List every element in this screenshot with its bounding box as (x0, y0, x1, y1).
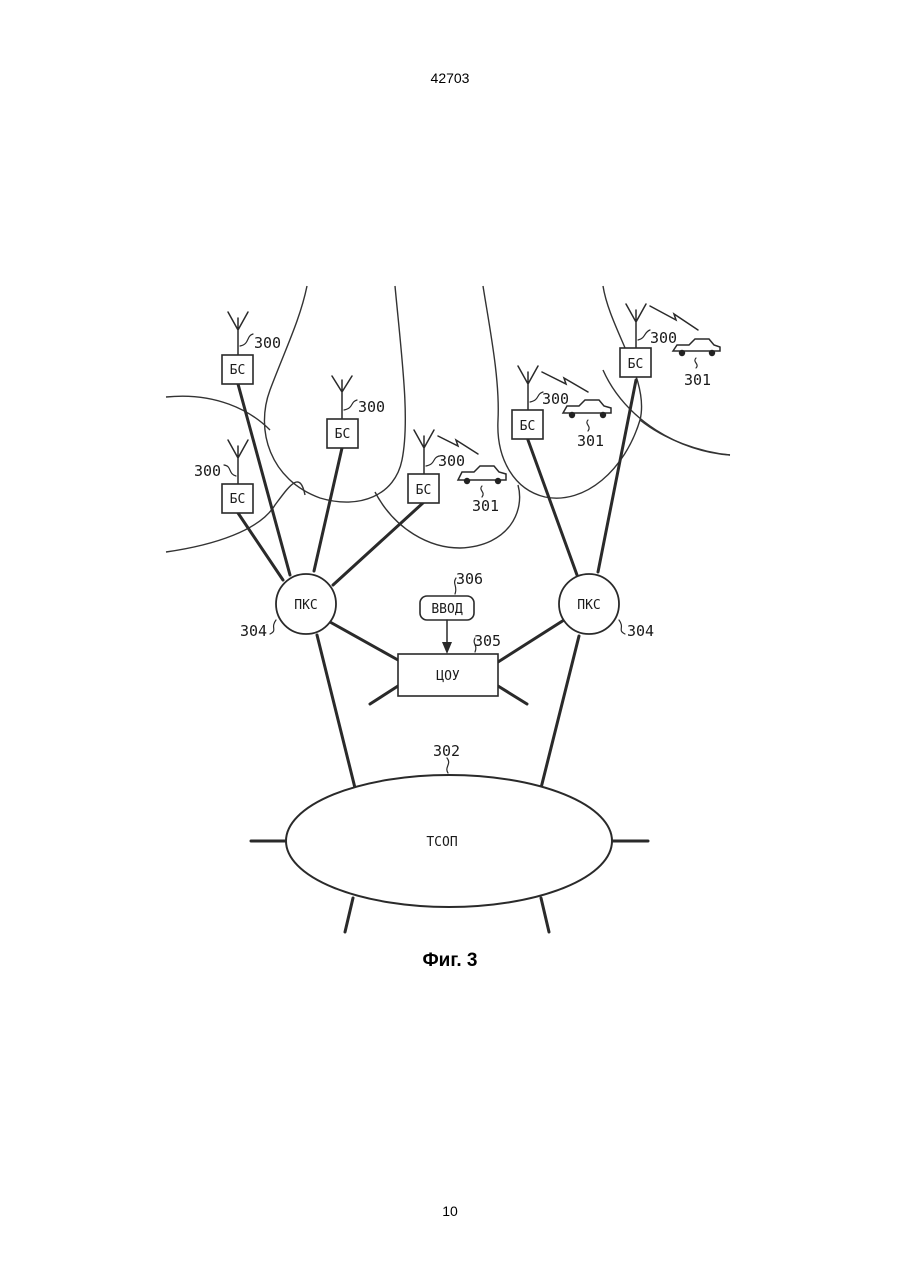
base-station-label: БС (335, 427, 351, 442)
base-station-6: БС 300 (620, 304, 677, 377)
base-station-1: БС 300 (222, 312, 281, 384)
control-centre: ЦОУ 305 (398, 632, 501, 696)
base-station-label: БС (520, 419, 536, 434)
switch-ref: 304 (627, 622, 654, 640)
mobile-station-3: 301 (673, 339, 720, 389)
pstn-network: ТСОП 302 (286, 742, 612, 907)
switch-label: ПКС (294, 598, 317, 613)
mobile-ref: 301 (472, 497, 499, 515)
mobile-ref: 301 (684, 371, 711, 389)
input-ref: 306 (456, 570, 483, 588)
figure-caption: Фиг. 3 (0, 950, 900, 972)
control-label: ЦОУ (436, 669, 460, 684)
base-station-3: БС 300 (194, 440, 253, 513)
base-station-ref: 300 (542, 390, 569, 408)
switch-label: ПКС (577, 598, 600, 613)
network-label: ТСОП (426, 835, 457, 850)
mobile-station-1: 301 (458, 466, 506, 515)
base-station-5: БС 300 (512, 366, 569, 439)
control-ref: 305 (474, 632, 501, 650)
page-footer-number: 10 (0, 1203, 900, 1219)
base-station-label: БС (230, 492, 246, 507)
base-station-label: БС (416, 483, 432, 498)
mobile-ref: 301 (577, 432, 604, 450)
input-label: ВВОД (431, 602, 462, 617)
base-station-2: БС 300 (327, 376, 385, 448)
base-station-label: БС (628, 357, 644, 372)
switch-ref: 304 (240, 622, 267, 640)
base-station-ref: 300 (358, 398, 385, 416)
base-station-label: БС (230, 363, 246, 378)
base-station-ref: 300 (650, 329, 677, 347)
base-station-ref: 300 (254, 334, 281, 352)
network-ref: 302 (433, 742, 460, 760)
base-station-ref: 300 (194, 462, 221, 480)
switch-right: ПКС 304 (559, 574, 654, 640)
switch-left: ПКС 304 (240, 574, 336, 640)
mobile-station-2: 301 (563, 400, 611, 450)
base-station-ref: 300 (438, 452, 465, 470)
